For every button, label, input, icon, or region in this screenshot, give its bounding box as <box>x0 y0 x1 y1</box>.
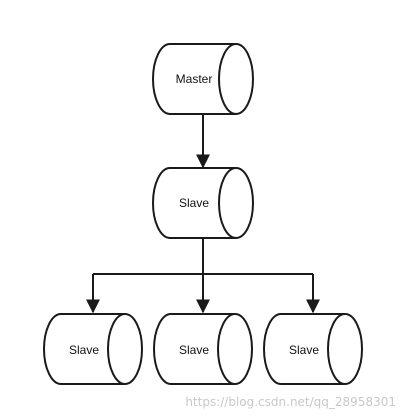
node-slave-middle-label: Slave <box>179 196 209 210</box>
node-slave-center-label: Slave <box>179 343 209 357</box>
node-slave-middle: Slave <box>152 167 254 239</box>
node-slave-left-label: Slave <box>69 343 99 357</box>
node-slave-center: Slave <box>153 313 253 385</box>
node-slave-left-front-curve <box>107 313 126 385</box>
node-slave-right-label: Slave <box>289 343 319 357</box>
node-master-front-curve <box>218 43 237 115</box>
node-slave-right: Slave <box>263 313 363 385</box>
edges <box>86 113 320 314</box>
watermark-text: https://blog.csdn.net/qq_28958301 <box>185 395 396 409</box>
node-slave-right-front-curve <box>327 313 346 385</box>
node-master-label: Master <box>176 72 213 86</box>
node-master: Master <box>152 43 254 115</box>
node-slave-middle-front-curve <box>218 167 237 239</box>
node-slave-left: Slave <box>43 313 143 385</box>
node-slave-center-front-curve <box>217 313 236 385</box>
